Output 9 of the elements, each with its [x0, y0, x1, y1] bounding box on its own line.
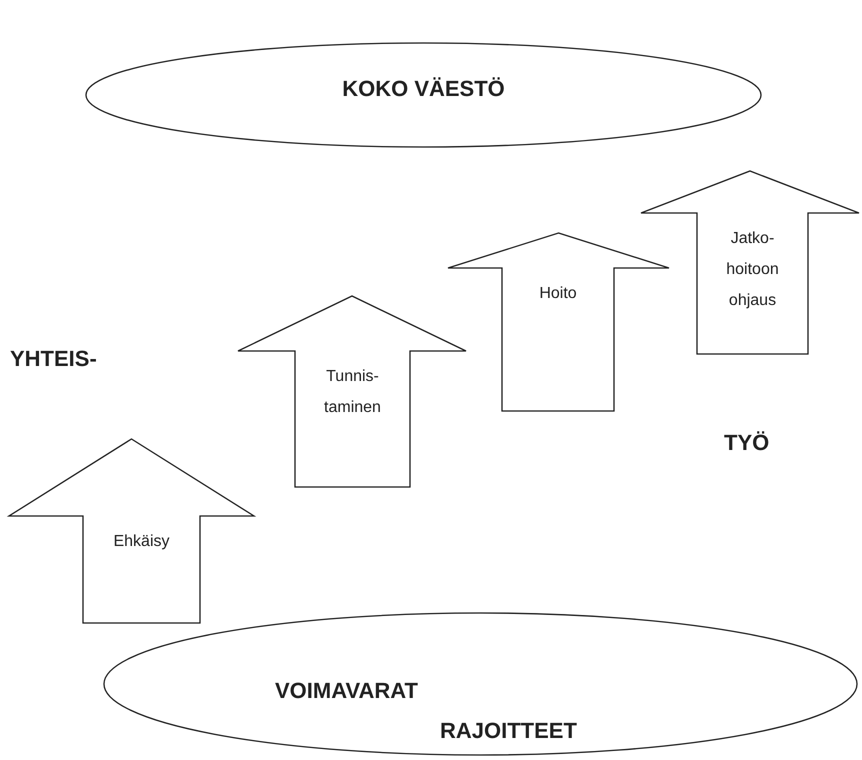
arrow-label: Hoito — [538, 284, 578, 304]
arrow-label: Jatko- hoitoon ohjaus — [725, 229, 780, 311]
side-label: TYÖ — [724, 430, 770, 456]
arrow-label: Ehkäisy — [112, 532, 171, 552]
oval-label: KOKO VÄESTÖ — [342, 76, 505, 102]
oval-label: VOIMAVARAT — [275, 678, 418, 704]
oval-label: RAJOITTEET — [440, 718, 577, 744]
arrow-label: Tunnis- taminen — [323, 367, 382, 418]
side-label: YHTEIS- — [10, 346, 97, 372]
